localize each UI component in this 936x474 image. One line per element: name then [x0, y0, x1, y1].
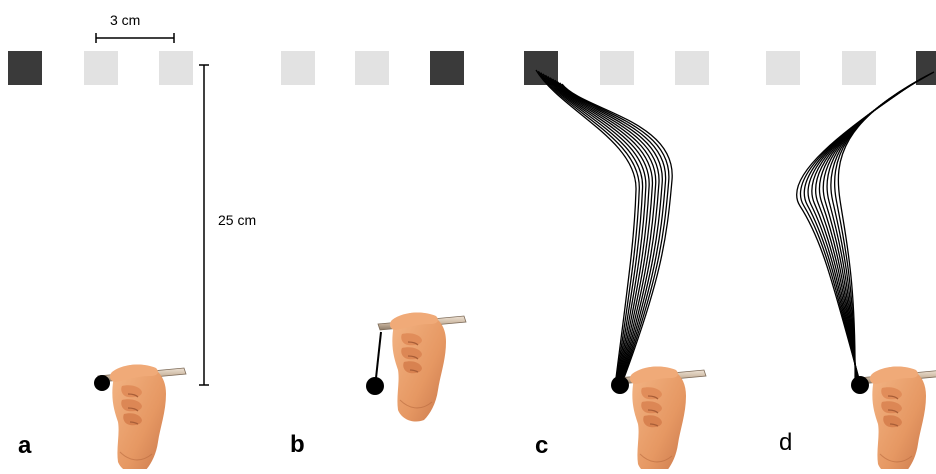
- trajectory-d-3: [831, 74, 930, 386]
- trajectory-d-10: [804, 82, 916, 386]
- hand-holding-pen-icon-b: [378, 312, 466, 421]
- trajectory-d-9: [808, 81, 918, 386]
- target-square-c-2-light: [600, 51, 634, 85]
- panel-label-c: c: [535, 434, 548, 458]
- target-square-a-1-dark: [8, 51, 42, 85]
- panel-label-a: a: [18, 434, 31, 458]
- trajectory-d-6: [820, 77, 924, 386]
- start-position-stalk-b: [376, 332, 381, 378]
- panel-label-b: b: [290, 433, 305, 457]
- trajectory-c-11: [560, 83, 669, 386]
- horizontal-scale-label: 3 cm: [110, 13, 140, 27]
- target-square-b-2-light: [355, 51, 389, 85]
- panel-label-d: d: [779, 431, 792, 455]
- hand-holding-pen-icon-c: [618, 366, 706, 469]
- target-square-d-1-light: [766, 51, 800, 85]
- target-square-a-2-light: [84, 51, 118, 85]
- vertical-scale-label: 25 cm: [218, 213, 256, 227]
- target-square-b-1-light: [281, 51, 315, 85]
- start-position-dot-icon-a: [94, 375, 110, 391]
- target-square-c-3-light: [675, 51, 709, 85]
- hand-holding-pen-icon-a: [98, 364, 186, 469]
- start-position-dot-icon-b: [366, 377, 384, 395]
- start-position-dot-icon-d: [851, 376, 869, 394]
- target-square-b-3-dark: [430, 51, 464, 85]
- target-square-d-2-light: [842, 51, 876, 85]
- hand-holding-pen-icon-d: [858, 366, 936, 469]
- start-position-dot-icon-c: [611, 376, 629, 394]
- trajectory-c-9: [555, 80, 662, 386]
- trajectory-c-1: [536, 70, 636, 386]
- trajectory-c-8: [553, 79, 659, 386]
- target-square-a-3-light: [159, 51, 193, 85]
